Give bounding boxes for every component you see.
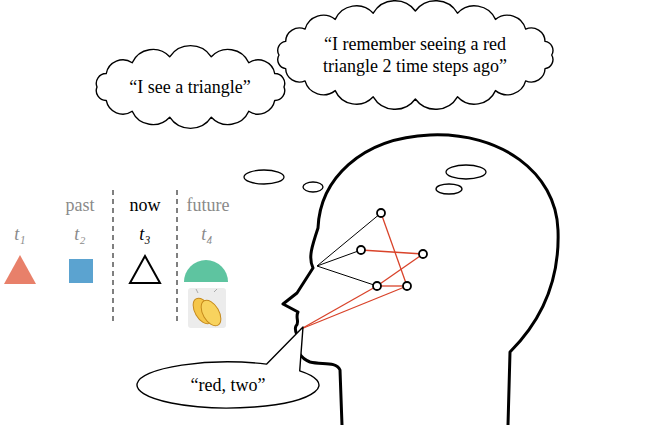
- thought-cloud: “I see a triangle”: [88, 47, 293, 127]
- speech-shape: [137, 327, 319, 408]
- neurons: [357, 209, 427, 290]
- hand: [197, 297, 225, 329]
- input-link: [317, 213, 381, 266]
- input-link: [317, 266, 377, 286]
- outline-triangle: [130, 256, 160, 283]
- speech-bubble: “red, two”: [135, 360, 321, 410]
- neuron: [419, 250, 427, 258]
- dashed-divider: [177, 190, 178, 325]
- thought-bubble: [446, 165, 486, 179]
- time-step: t₂: [74, 224, 85, 244]
- head-silhouette: [283, 135, 558, 425]
- output-link: [301, 286, 377, 329]
- blue-square: [69, 259, 93, 283]
- input-link: [317, 250, 361, 266]
- stimuli: [4, 255, 228, 329]
- recurrent-links: [301, 213, 423, 329]
- neuron: [403, 282, 411, 290]
- thought-bubble: [303, 182, 323, 192]
- thought-bubble: [436, 184, 462, 194]
- neuron: [373, 282, 381, 290]
- bubble-text: “I remember seeing a red triangle 2 time…: [322, 33, 507, 77]
- cloud-shape: [277, 1, 552, 110]
- bubble-text: “I see a triangle”: [129, 76, 250, 98]
- clap-icon: [188, 288, 226, 329]
- thought-bubble: [244, 170, 284, 184]
- thought-cloud: “I remember seeing a red triangle 2 time…: [270, 2, 561, 108]
- time-heading: now: [130, 195, 161, 215]
- cloud-shape: [96, 46, 284, 129]
- recurrent-link: [361, 250, 423, 254]
- thought-trail: [244, 165, 486, 194]
- input-links: [317, 213, 381, 286]
- time-heading: past: [66, 195, 95, 215]
- output-link: [301, 286, 407, 329]
- time-step: t₃: [139, 224, 150, 244]
- cloud-outline: [270, 2, 561, 108]
- bubble-text: “red, two”: [191, 374, 266, 396]
- neuron: [377, 209, 385, 217]
- green-half-disc: [184, 260, 228, 282]
- time-heading: future: [187, 195, 230, 215]
- time-step: t₁: [14, 224, 25, 244]
- time-dividers: [113, 190, 177, 325]
- red-triangle: [4, 255, 36, 284]
- motion-mark: [196, 289, 198, 293]
- recurrent-link: [381, 213, 407, 286]
- recurrent-link: [377, 254, 423, 286]
- neuron: [357, 246, 365, 254]
- neural-network: [301, 209, 427, 329]
- dashed-divider: [113, 190, 114, 325]
- motion-mark: [214, 289, 217, 292]
- time-step: t₄: [201, 224, 212, 244]
